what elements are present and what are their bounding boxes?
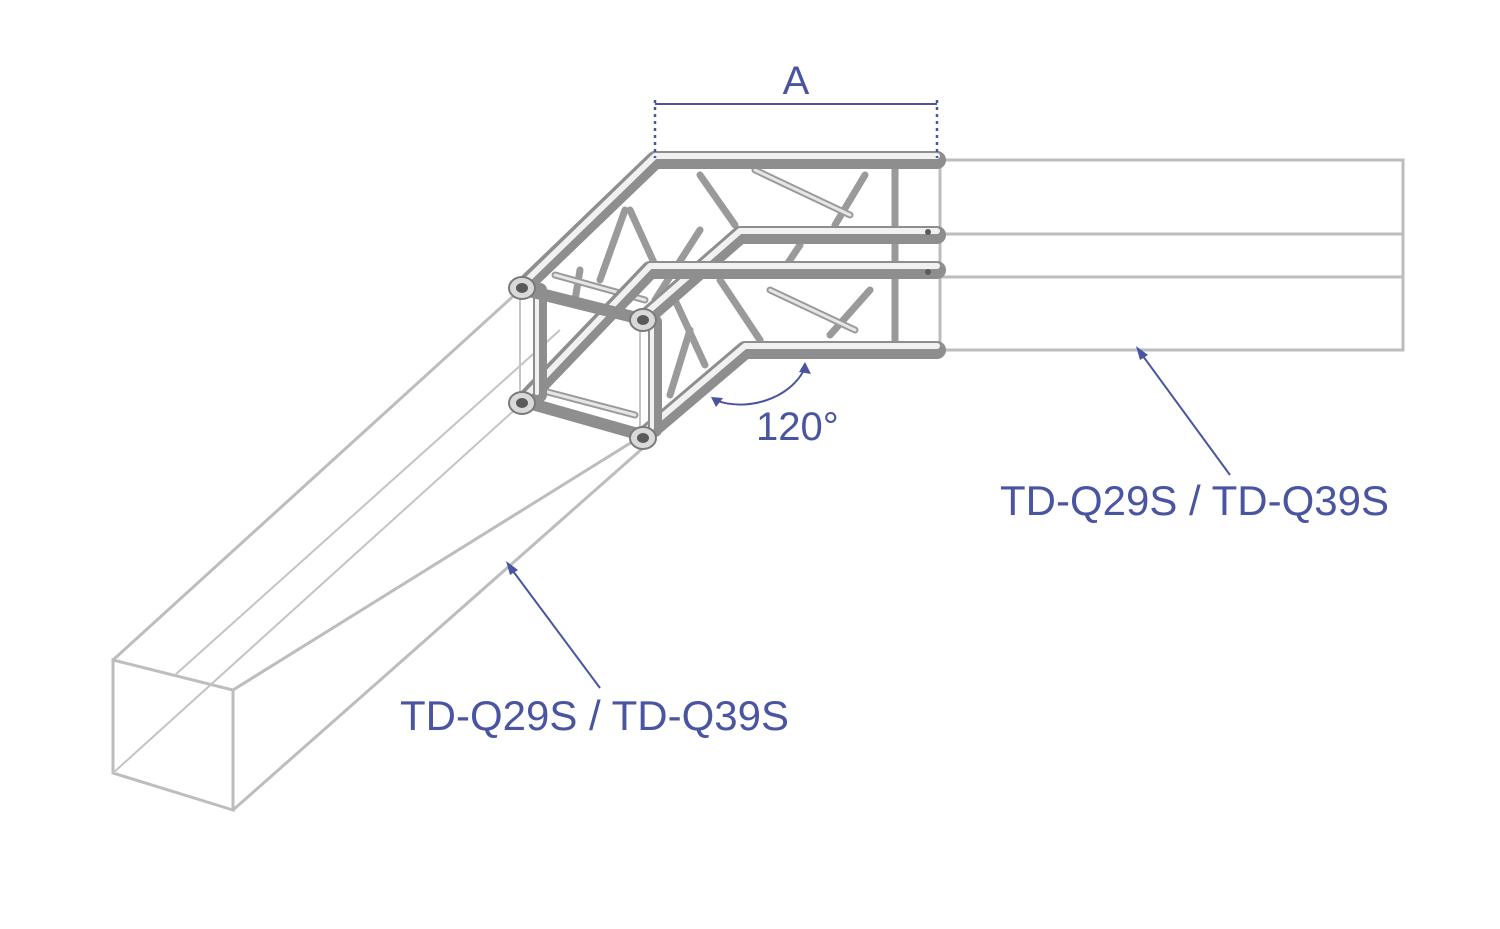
right-callout-label: TD-Q29S / TD-Q39S: [1000, 477, 1389, 524]
truss-chords: [516, 151, 946, 444]
right-callout: TD-Q29S / TD-Q39S: [1000, 346, 1389, 524]
left-callout-label: TD-Q29S / TD-Q39S: [400, 692, 789, 739]
angle-label: 120°: [756, 405, 839, 449]
truss-end-caps: [508, 229, 931, 450]
right-truss-outline: [938, 158, 1405, 352]
left-callout: TD-Q29S / TD-Q39S: [400, 561, 789, 739]
truss-corner: [508, 151, 946, 450]
dimension-a-label: A: [783, 59, 810, 103]
dimension-a: A: [653, 59, 939, 158]
angle-indicator: 120°: [711, 362, 839, 449]
